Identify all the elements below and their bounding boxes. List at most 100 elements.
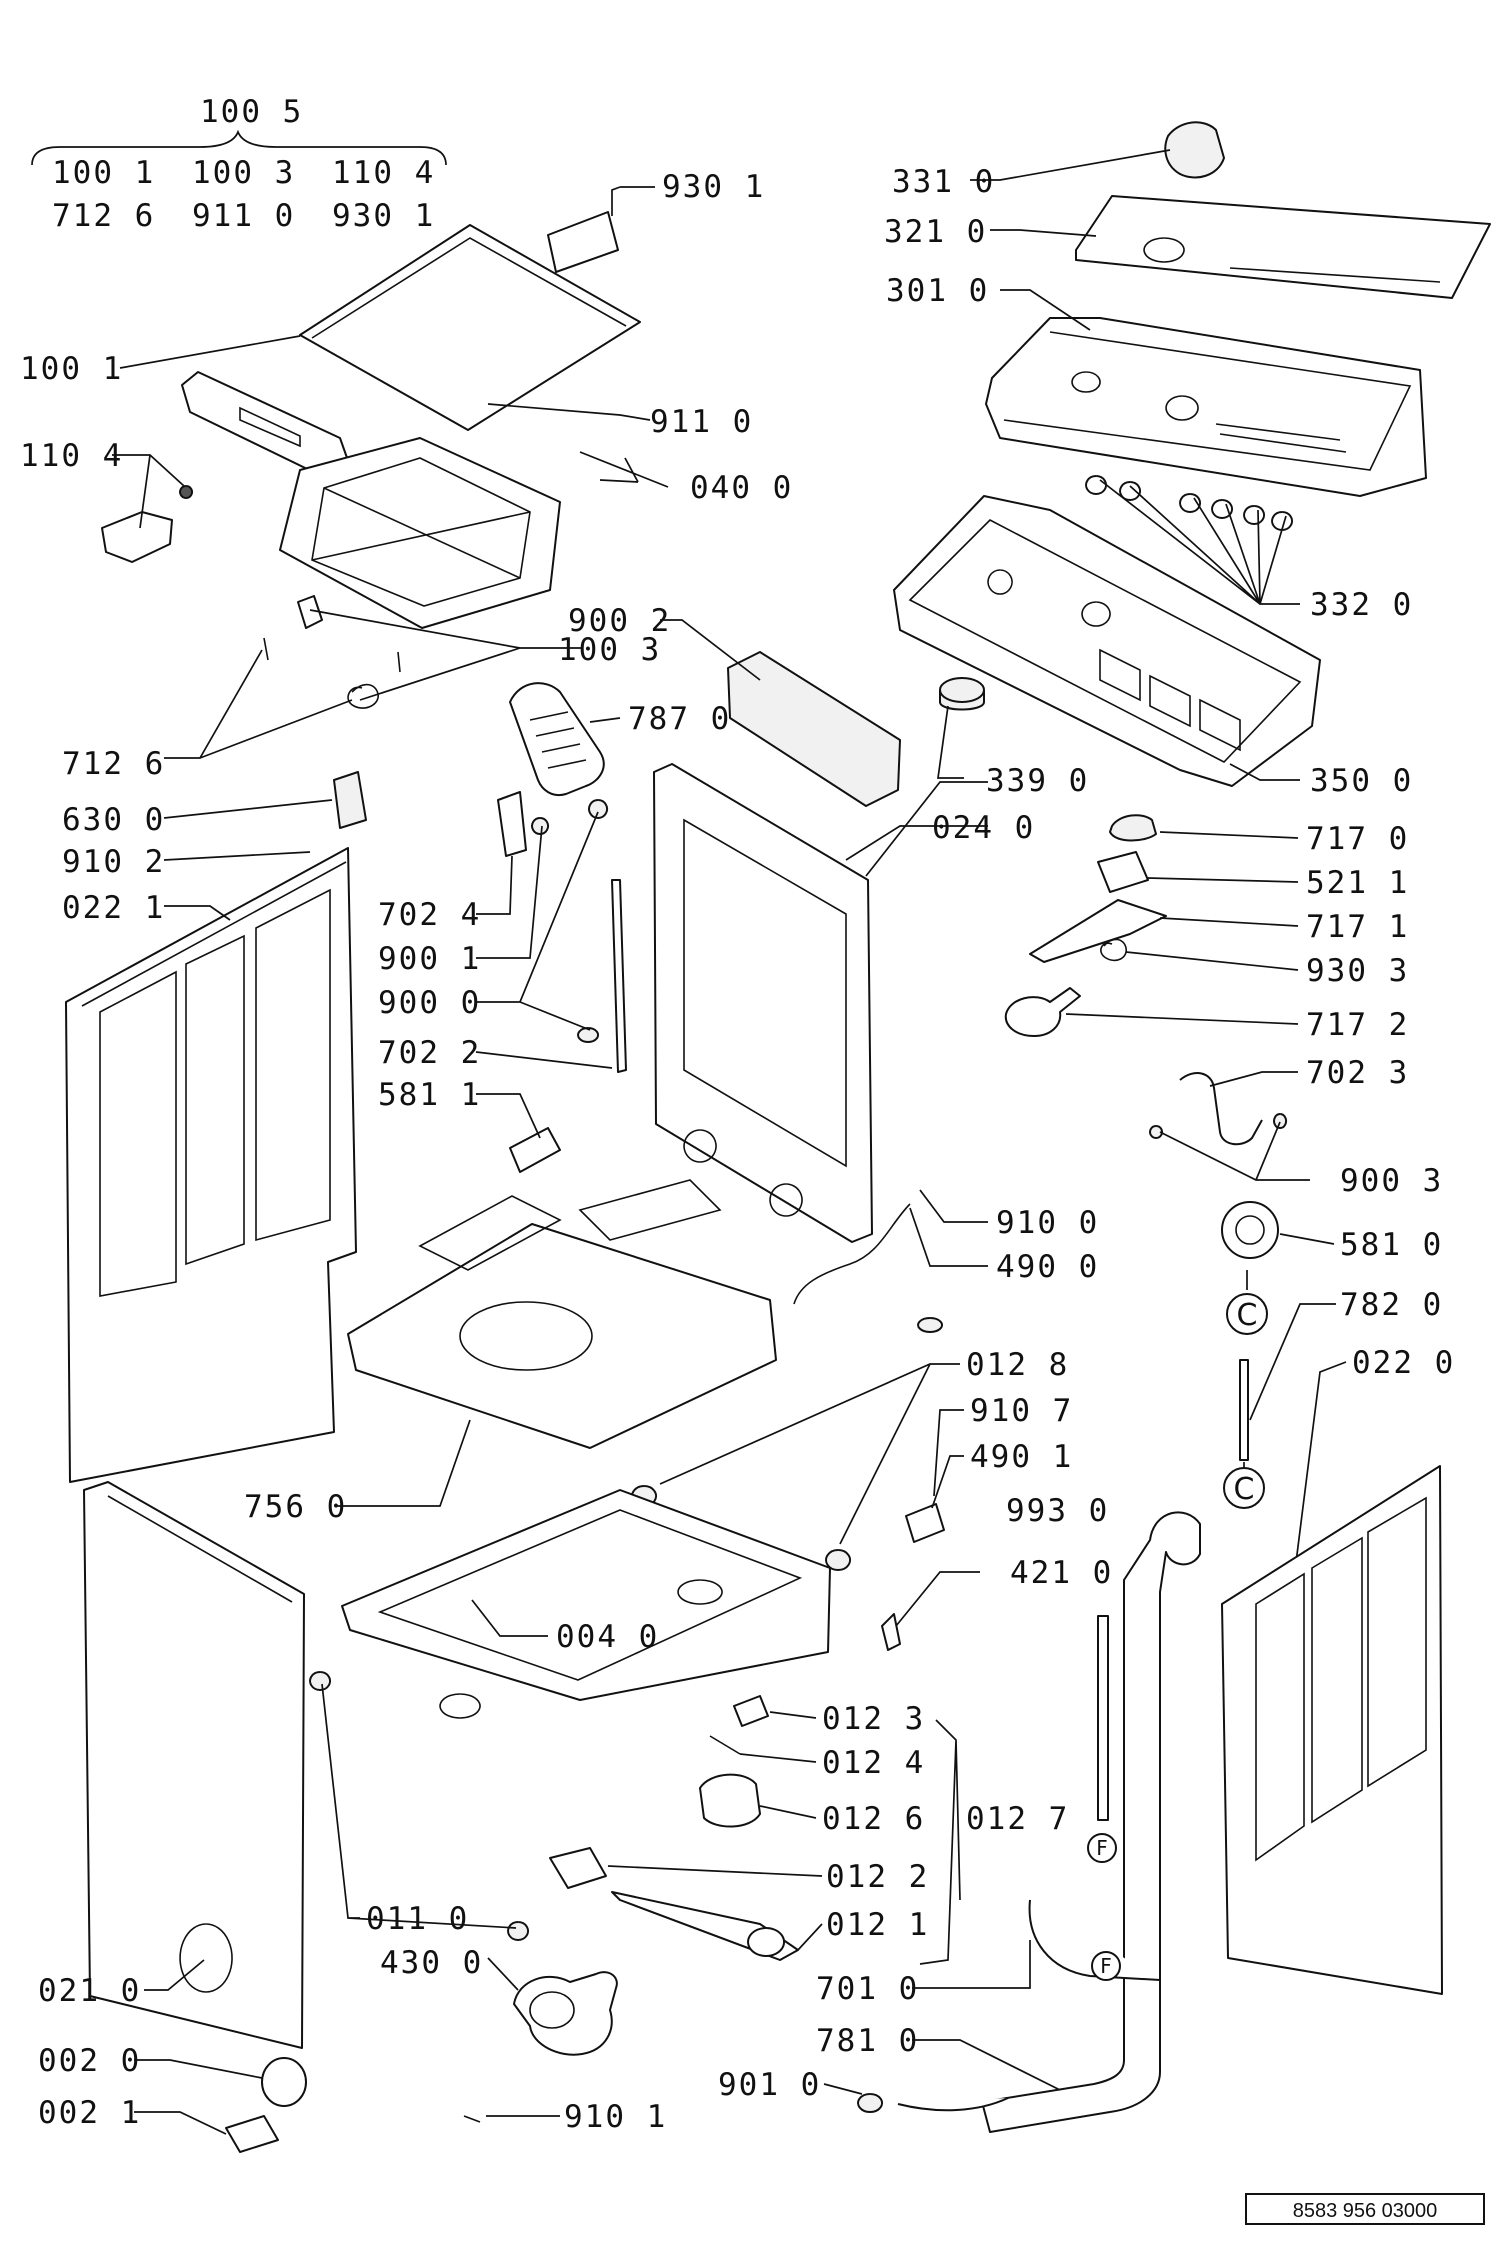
part-339-0-cap bbox=[939, 677, 985, 711]
callout-012-2: 012 2 bbox=[826, 1859, 929, 1895]
part-702-3-hose bbox=[1179, 1072, 1263, 1146]
callout-100-3: 100 3 bbox=[558, 632, 661, 668]
callout-012-4: 012 4 bbox=[822, 1745, 925, 1781]
callout-490-0: 490 0 bbox=[996, 1249, 1099, 1285]
front-panel-group bbox=[83, 1481, 481, 2153]
lid-frame-cross bbox=[311, 487, 531, 579]
part-012-6-housing bbox=[699, 1773, 761, 1828]
leaders-left-mid bbox=[163, 799, 333, 921]
part-011-0-foot-a bbox=[309, 1671, 332, 1691]
part-024-0-rear-panel bbox=[653, 763, 873, 1243]
part-712-6-spring bbox=[347, 683, 379, 709]
header-r1-b: 100 3 bbox=[192, 155, 295, 191]
callout-521-1: 521 1 bbox=[1306, 865, 1409, 901]
part-702-2-tube bbox=[611, 879, 627, 1073]
callout-702-2: 702 2 bbox=[378, 1035, 481, 1071]
callout-024-0: 024 0 bbox=[932, 810, 1035, 846]
board-relays bbox=[1099, 648, 1241, 752]
callout-421-0: 421 0 bbox=[1010, 1555, 1113, 1591]
part-012-8-foot-b bbox=[825, 1549, 852, 1571]
callout-004-0: 004 0 bbox=[556, 1619, 659, 1655]
callout-910-1: 910 1 bbox=[564, 2099, 667, 2135]
part-717-0-cap bbox=[1109, 814, 1157, 842]
callout-702-3: 702 3 bbox=[1306, 1055, 1409, 1091]
ref-f-left-text: F bbox=[1096, 1836, 1108, 1860]
callout-012-1: 012 1 bbox=[826, 1907, 929, 1943]
part-581-0-pressure-switch bbox=[1221, 1201, 1279, 1259]
callout-021-0: 021 0 bbox=[38, 1973, 141, 2009]
part-900-0-clip bbox=[588, 799, 609, 819]
callout-012-7: 012 7 bbox=[966, 1801, 1069, 1837]
callout-911-0: 911 0 bbox=[650, 404, 753, 440]
part-701-0-tube bbox=[1097, 1615, 1109, 1821]
part-002-1-latch bbox=[225, 2115, 279, 2153]
callout-301-0: 301 0 bbox=[886, 273, 989, 309]
part-581-1-sensor bbox=[509, 1127, 561, 1173]
part-002-0-door bbox=[261, 2057, 307, 2107]
part-900-3-clips bbox=[1149, 1113, 1288, 1139]
header-r1-a: 100 1 bbox=[52, 155, 155, 191]
ref-marker-f-left: F bbox=[1087, 1833, 1117, 1863]
callout-332-0: 332 0 bbox=[1310, 587, 1413, 623]
callout-702-4: 702 4 bbox=[378, 897, 481, 933]
side-panel-left-flange bbox=[81, 861, 347, 1007]
control-housing-holes bbox=[1071, 371, 1199, 421]
lid-assembly bbox=[101, 211, 641, 709]
leaders-top-left bbox=[112, 186, 669, 759]
callout-339-0: 339 0 bbox=[986, 763, 1089, 799]
callout-900-1: 900 1 bbox=[378, 941, 481, 977]
callout-717-0: 717 0 bbox=[1306, 821, 1409, 857]
part-421-0-capacitor bbox=[881, 1613, 901, 1651]
callout-910-2: 910 2 bbox=[62, 844, 165, 880]
callout-012-3: 012 3 bbox=[822, 1701, 925, 1737]
board-components bbox=[987, 569, 1111, 627]
dispenser-group bbox=[1004, 814, 1288, 1461]
callout-100-1: 100 1 bbox=[20, 351, 123, 387]
side-panel-right-ribs bbox=[1255, 1496, 1427, 1862]
callout-910-7: 910 7 bbox=[970, 1393, 1073, 1429]
callout-022-1: 022 1 bbox=[62, 890, 165, 926]
part-717-1-lever bbox=[1029, 899, 1167, 963]
part-350-0-electronic-board bbox=[893, 495, 1321, 787]
drawing-code-box: 8583 956 03000 bbox=[1245, 2193, 1485, 2225]
callout-581-0: 581 0 bbox=[1340, 1227, 1443, 1263]
leaders-mid bbox=[475, 717, 621, 1139]
header-group: 100 5 100 1 100 3 110 4 712 6 911 0 930 … bbox=[31, 94, 447, 234]
header-r1-c: 110 4 bbox=[332, 155, 435, 191]
center-assembly bbox=[347, 651, 944, 1449]
board-inner bbox=[908, 519, 1302, 763]
part-490-1-block bbox=[905, 1503, 945, 1543]
control-panel-assembly bbox=[893, 121, 1491, 787]
callout-011-0: 011 0 bbox=[366, 1901, 469, 1937]
part-910-7-screw bbox=[917, 1317, 944, 1333]
pressure-switch-inner bbox=[1235, 1215, 1265, 1245]
side-panel-left-ribs bbox=[99, 888, 331, 1297]
base-tray-ribs bbox=[418, 1179, 722, 1271]
part-lid-latch bbox=[101, 511, 173, 563]
right-panel-group bbox=[1221, 1465, 1443, 1995]
callout-781-0: 781 0 bbox=[816, 2023, 919, 2059]
part-756-0-base-tray bbox=[347, 1223, 777, 1449]
callout-712-6: 712 6 bbox=[62, 746, 165, 782]
callout-012-8: 012 8 bbox=[966, 1347, 1069, 1383]
callout-756-0: 756 0 bbox=[244, 1489, 347, 1525]
callout-321-0: 321 0 bbox=[884, 214, 987, 250]
header-brace bbox=[31, 129, 447, 166]
part-717-2-siphon bbox=[1004, 987, 1081, 1037]
callout-717-1: 717 1 bbox=[1306, 909, 1409, 945]
callout-900-2: 900 2 bbox=[568, 603, 671, 639]
callout-993-0: 993 0 bbox=[1006, 1493, 1109, 1529]
part-012-3-clip bbox=[733, 1695, 769, 1727]
pump-connector bbox=[747, 1927, 786, 1957]
callout-022-0: 022 0 bbox=[1352, 1345, 1455, 1381]
control-housing-slots bbox=[1215, 423, 1347, 453]
callout-930-1-top: 930 1 bbox=[662, 169, 765, 205]
part-011-0-foot-b bbox=[507, 1921, 530, 1941]
callout-910-0: 910 0 bbox=[996, 1205, 1099, 1241]
callout-901-0: 901 0 bbox=[718, 2067, 821, 2103]
lid-pins bbox=[263, 637, 401, 673]
part-022-1-side-panel bbox=[65, 847, 357, 1483]
drain-hose-group bbox=[857, 1511, 1201, 2133]
ref-marker-c-upper: C bbox=[1226, 1293, 1268, 1335]
